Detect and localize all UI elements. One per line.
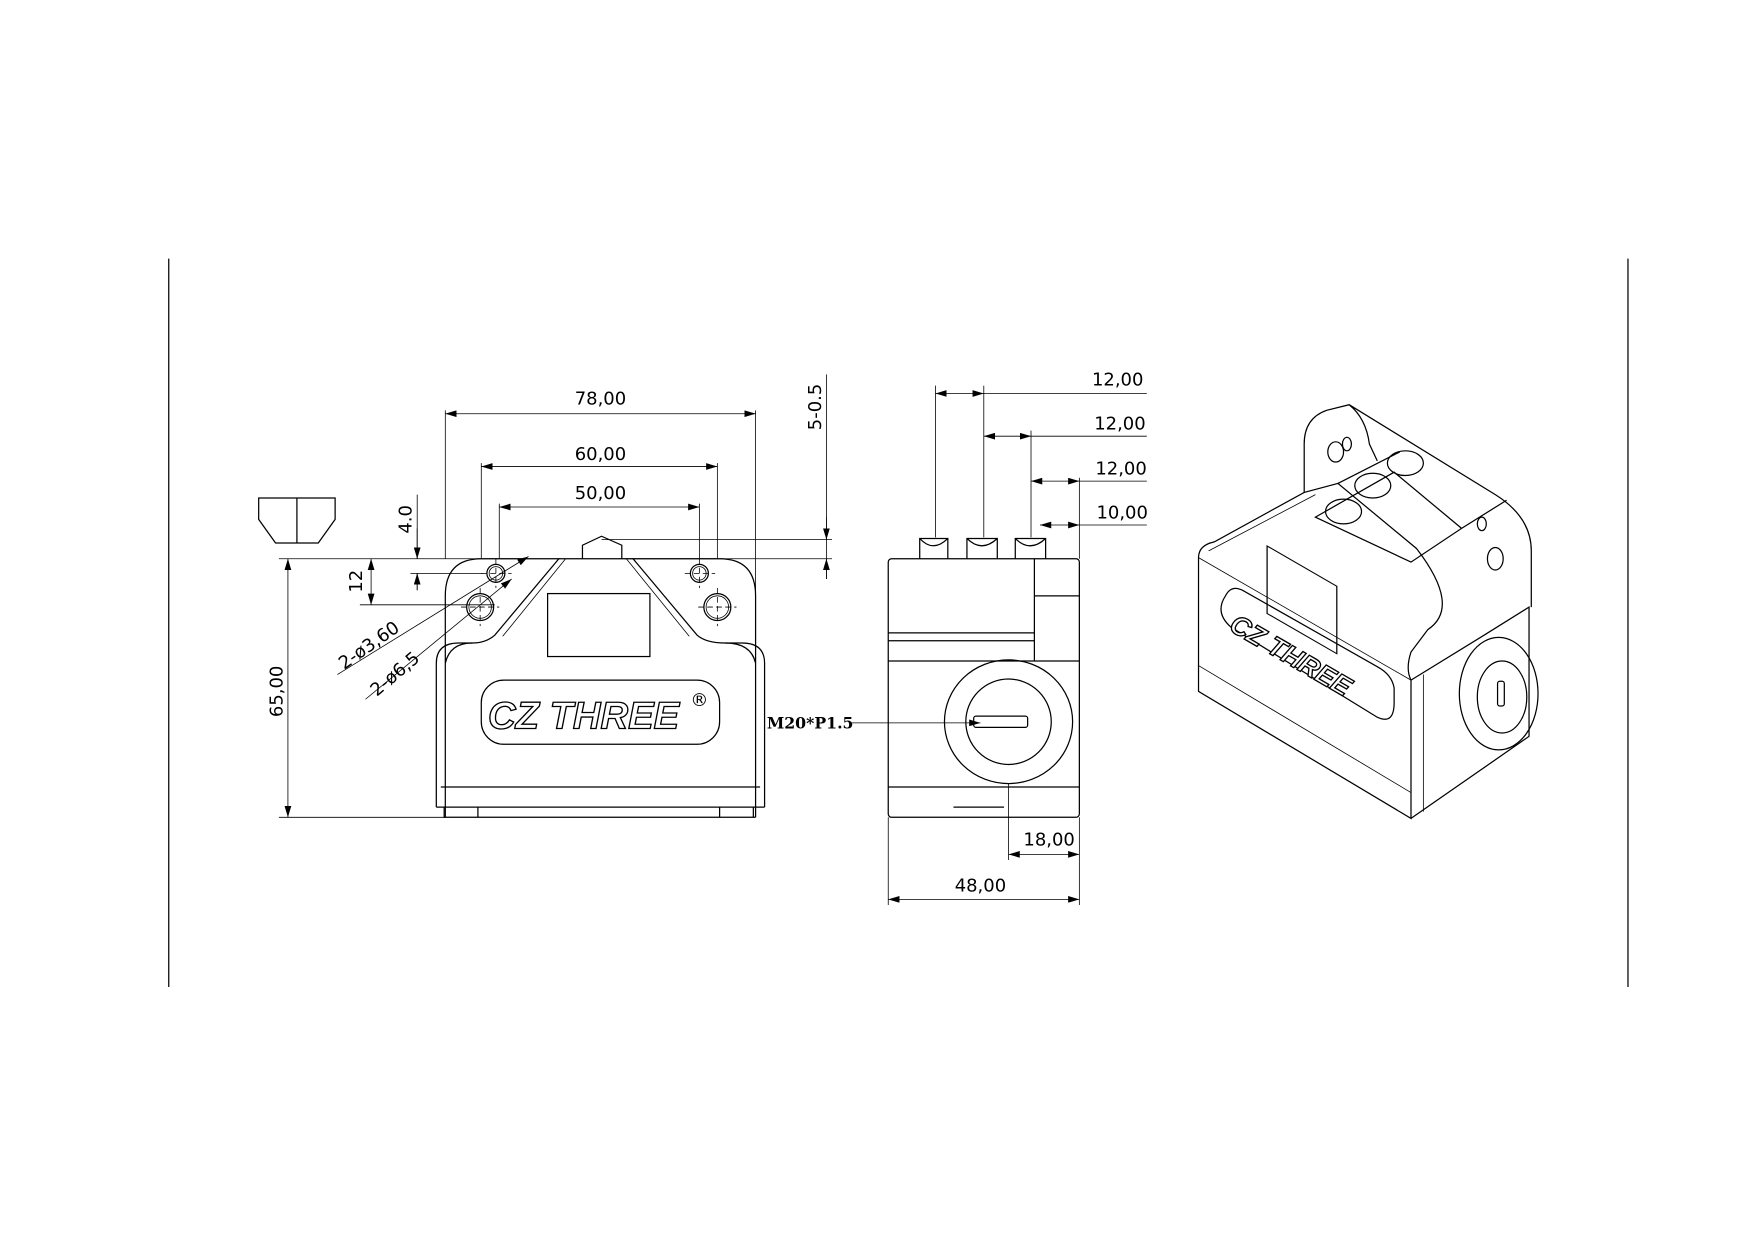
- dim-12: 12: [346, 570, 367, 593]
- iso-gland-inner: [1476, 660, 1528, 734]
- dim-78: 78,00: [575, 389, 626, 410]
- front-view: CZ THREE ® 78,00 60,00 50,00 65,00 12 4.…: [258, 374, 833, 818]
- iso-glands-top: [1324, 450, 1424, 525]
- dim-pitch-1: 12,00: [1092, 370, 1143, 391]
- dim-edge: 10,00: [1096, 502, 1147, 523]
- iso-logo-plate: [1220, 587, 1395, 720]
- gland-inner: [965, 678, 1052, 766]
- chamfer-inner: [502, 558, 690, 637]
- logo-text: CZ THREE: [488, 694, 681, 737]
- side-details: [888, 558, 1080, 808]
- iso-back-plate: [1303, 404, 1532, 608]
- gland-slot: [973, 715, 1029, 728]
- iso-gland-outer: [1458, 636, 1539, 751]
- dim-60: 60,00: [575, 444, 626, 465]
- iso-side-face: [1410, 605, 1530, 819]
- mounting-holes: [461, 558, 737, 627]
- thread-label: M20*P1.5: [767, 713, 854, 732]
- iso-window: [1266, 545, 1338, 655]
- dim-pitch-2: 12,00: [1094, 413, 1145, 434]
- dim-hole-large: 2-ø6,5: [366, 648, 424, 701]
- logo-plate: [480, 679, 721, 745]
- dim-tolerance: 5-0.5: [805, 384, 826, 431]
- dim-gland-offset: 18,00: [1023, 829, 1074, 850]
- isometric-view: CZ THREE: [1197, 404, 1539, 820]
- front-body-outline: [444, 558, 757, 818]
- iso-front-face: [1197, 482, 1443, 820]
- dim-65: 65,00: [266, 666, 287, 717]
- side-view: M20*P1.5 12,00 12,00 12,00 10,00 18,00 4…: [767, 370, 1148, 905]
- iso-top: [1314, 451, 1507, 563]
- front-cover: [435, 642, 766, 808]
- iso-logo-text: CZ THREE: [1225, 609, 1358, 703]
- feet: [443, 807, 756, 818]
- dim-50: 50,00: [575, 483, 626, 504]
- dim-depth: 48,00: [955, 875, 1006, 896]
- section-symbol: [258, 497, 336, 544]
- display-window: [546, 592, 651, 658]
- iso-gland-slot: [1496, 680, 1505, 707]
- top-bump: [581, 535, 623, 559]
- dim-pitch-3: 12,00: [1095, 458, 1146, 479]
- side-body: [887, 558, 1080, 818]
- dim-4: 4.0: [396, 505, 417, 534]
- registered-mark: ®: [690, 690, 708, 711]
- cable-glands-top: [919, 537, 1047, 559]
